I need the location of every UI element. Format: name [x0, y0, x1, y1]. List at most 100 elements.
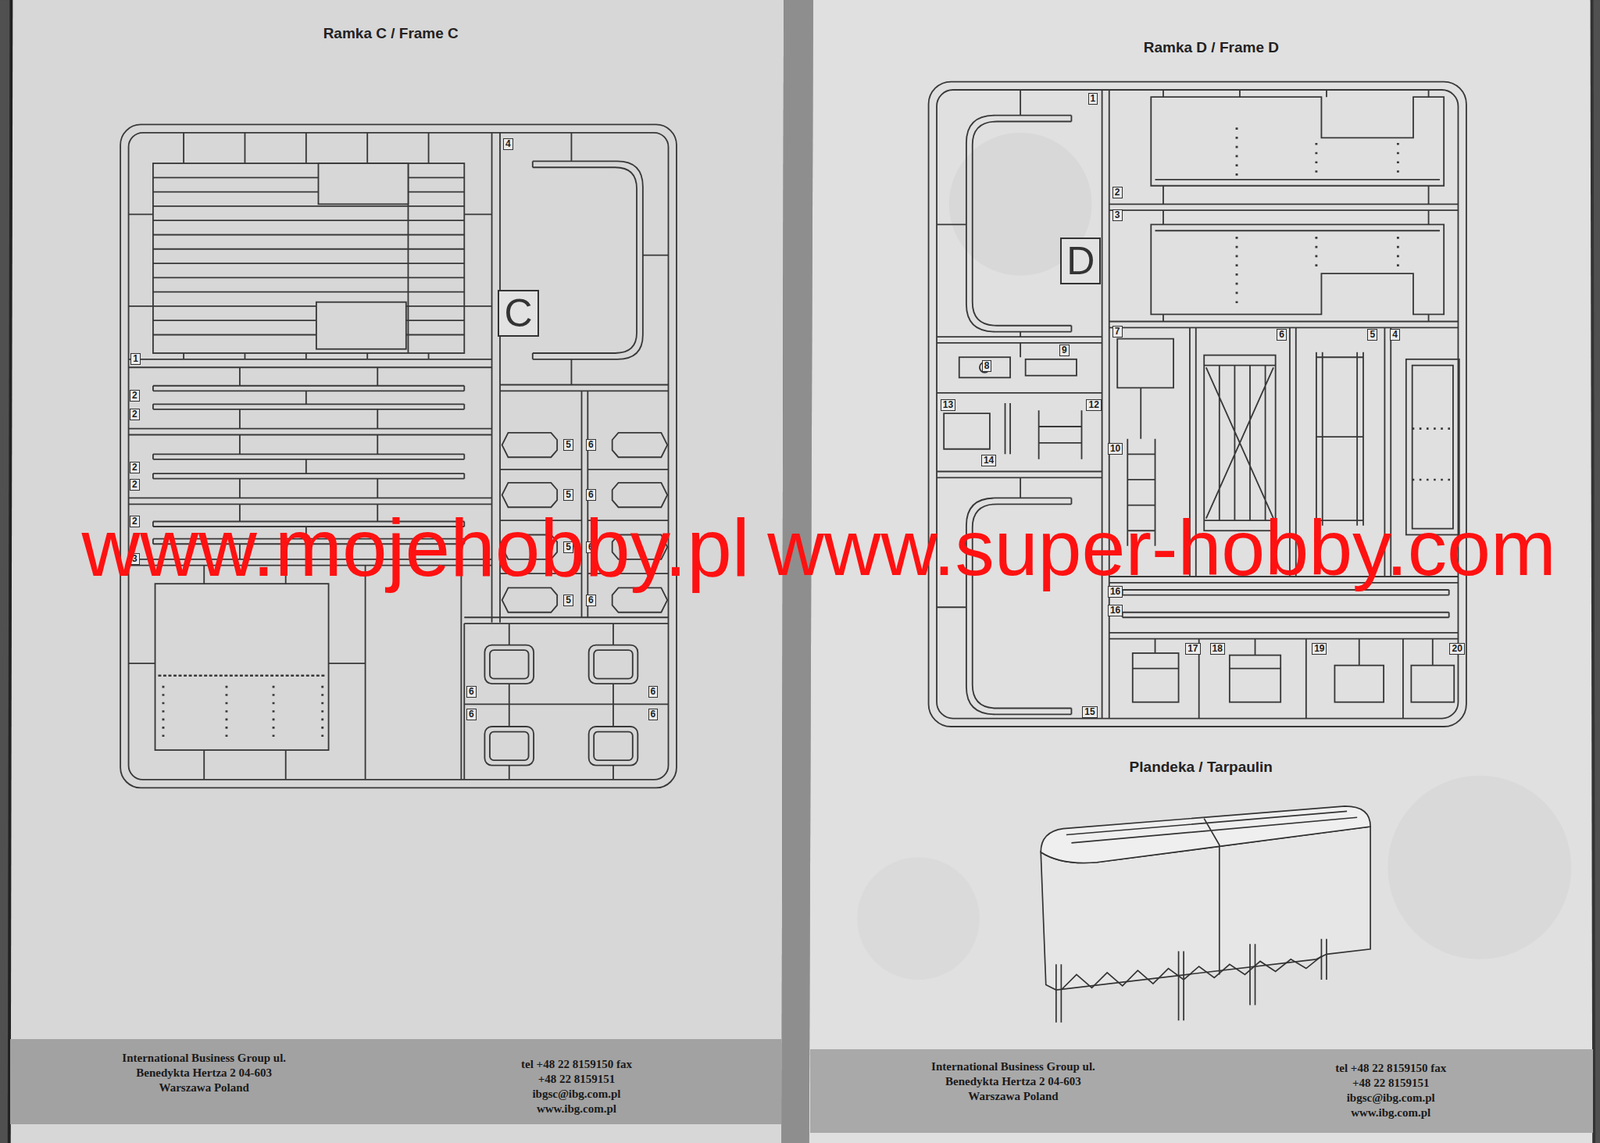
sprue-frame-c — [589, 726, 639, 766]
sprue-frame-d — [1203, 365, 1275, 522]
callout-number: 5 — [563, 439, 574, 451]
tarpaulin-drawing — [1066, 810, 1358, 975]
sprue-frame-c — [155, 583, 329, 750]
callout-number: 12 — [1085, 399, 1101, 411]
tarpaulin-drawing — [1060, 956, 1322, 990]
callout-number: 1 — [1088, 92, 1099, 105]
sprue-frame-c — [532, 132, 669, 386]
sprue-frame-c — [489, 650, 529, 679]
frame-letter: C — [497, 289, 539, 337]
callout-number: 6 — [648, 685, 659, 698]
sprue-frame-d — [936, 89, 1458, 719]
sprue-frame-c — [489, 732, 529, 761]
photo-ground — [10, 0, 784, 1143]
sprue-frame-d — [1229, 655, 1281, 703]
sprue-frame-c — [612, 587, 668, 612]
callout-number: 6 — [585, 594, 597, 607]
sprue-frame-d — [1236, 236, 1398, 307]
callout-number: 16 — [1107, 604, 1123, 617]
callout-number: 18 — [1210, 642, 1225, 655]
sprue-frame-c — [318, 163, 409, 204]
drawing-heading: Plandeka / Tarpaulin — [1129, 758, 1273, 776]
callout-number: 6 — [466, 685, 477, 698]
callout-number: 2 — [1112, 186, 1123, 199]
callout-number: 2 — [129, 461, 140, 474]
callout-number: 16 — [1107, 585, 1123, 598]
address: International Business Group ul. Benedyk… — [120, 1050, 289, 1096]
sprue-frame-c — [153, 163, 465, 354]
callout-number: 2 — [129, 408, 140, 421]
callout-number: 2 — [129, 478, 140, 491]
callout-number: 8 — [982, 360, 993, 372]
sprue-frame-d — [1150, 224, 1444, 315]
callout-number: 6 — [1276, 328, 1287, 341]
sprue-frame: Ramka D / Frame DD — [928, 81, 1467, 726]
sprue-frame-d — [1122, 589, 1450, 618]
callout-number: 10 — [1107, 442, 1123, 455]
photo-ground — [857, 857, 980, 980]
callout-number: 20 — [1449, 642, 1465, 655]
tarpaulin-drawing — [1040, 806, 1371, 864]
sprue-frame-d — [1229, 667, 1281, 670]
sprue-frame-d — [1132, 667, 1179, 670]
callout-number: 6 — [466, 708, 477, 721]
footer-band: International Business Group ul. Benedyk… — [810, 1049, 1593, 1133]
callout-number: 6 — [585, 439, 597, 451]
callout-number: 17 — [1185, 642, 1200, 655]
sprue-frame-c — [157, 674, 327, 677]
sprue-frame-c — [128, 132, 493, 360]
sprue-frame-d — [1155, 639, 1433, 666]
sprue-frame-c — [593, 732, 633, 761]
sprue-frame-d — [1334, 665, 1384, 703]
frame-heading: Ramka D / Frame D — [1143, 39, 1279, 57]
sprue-frame-d — [1412, 365, 1454, 529]
sprue-frame-c — [502, 482, 558, 508]
sprue-frame-c — [128, 132, 669, 780]
sprue-frame-d — [1132, 653, 1179, 703]
callout-number: 4 — [1389, 328, 1400, 341]
callout-number: 1 — [130, 353, 141, 365]
callout-number: 5 — [563, 489, 574, 501]
sprue-frame-c — [502, 432, 558, 458]
sprue-frame-d — [1150, 96, 1444, 186]
contact: tel +48 22 8159150 fax +48 22 8159151 ib… — [517, 1057, 636, 1117]
callout-number: 4 — [503, 138, 514, 150]
sprue-frame-d — [959, 357, 1011, 378]
callout-number: 2 — [129, 389, 140, 402]
sprue-frame: Ramka C / Frame CC — [120, 124, 677, 788]
sprue-frame-d — [1025, 359, 1077, 376]
callout-number: 14 — [981, 454, 997, 467]
sprue-frame-c — [589, 645, 639, 685]
sprue-frame-c — [316, 302, 407, 350]
watermark: www.super-hobby.com — [767, 508, 1557, 588]
sprue-frame-c — [120, 124, 677, 788]
frame-letter: D — [1060, 237, 1101, 285]
sprue-frame-c — [593, 650, 633, 679]
sprue-frame-d — [936, 342, 1103, 460]
callout-number: 6 — [648, 708, 659, 721]
sprue-frame-c — [128, 132, 669, 780]
photo-ground — [1592, 0, 1595, 1143]
callout-number: 5 — [1367, 328, 1378, 341]
sprue-frame-c — [120, 124, 677, 788]
address: International Business Group ul. Benedyk… — [928, 1059, 1097, 1104]
sprue-frame-d — [928, 82, 1467, 727]
callout-number: 15 — [1082, 706, 1097, 718]
sprue-frame-c — [612, 482, 668, 508]
sprue-frame-d — [936, 89, 1458, 719]
sprue-frame-d — [1203, 355, 1275, 532]
callout-number: 7 — [1112, 325, 1123, 338]
callout-number: 5 — [563, 594, 574, 607]
callout-number: 13 — [940, 399, 956, 411]
photo-ground — [1387, 775, 1572, 960]
sprue-frame-d — [1410, 665, 1454, 703]
sprue-frame-d — [1316, 352, 1364, 526]
tarpaulin-drawing — [1056, 939, 1327, 1023]
sprue-frame-c — [163, 685, 323, 743]
callout-number: 9 — [1059, 344, 1070, 357]
sprue-frame-d — [1236, 127, 1398, 175]
tarpaulin-drawing — [1040, 806, 1371, 1023]
